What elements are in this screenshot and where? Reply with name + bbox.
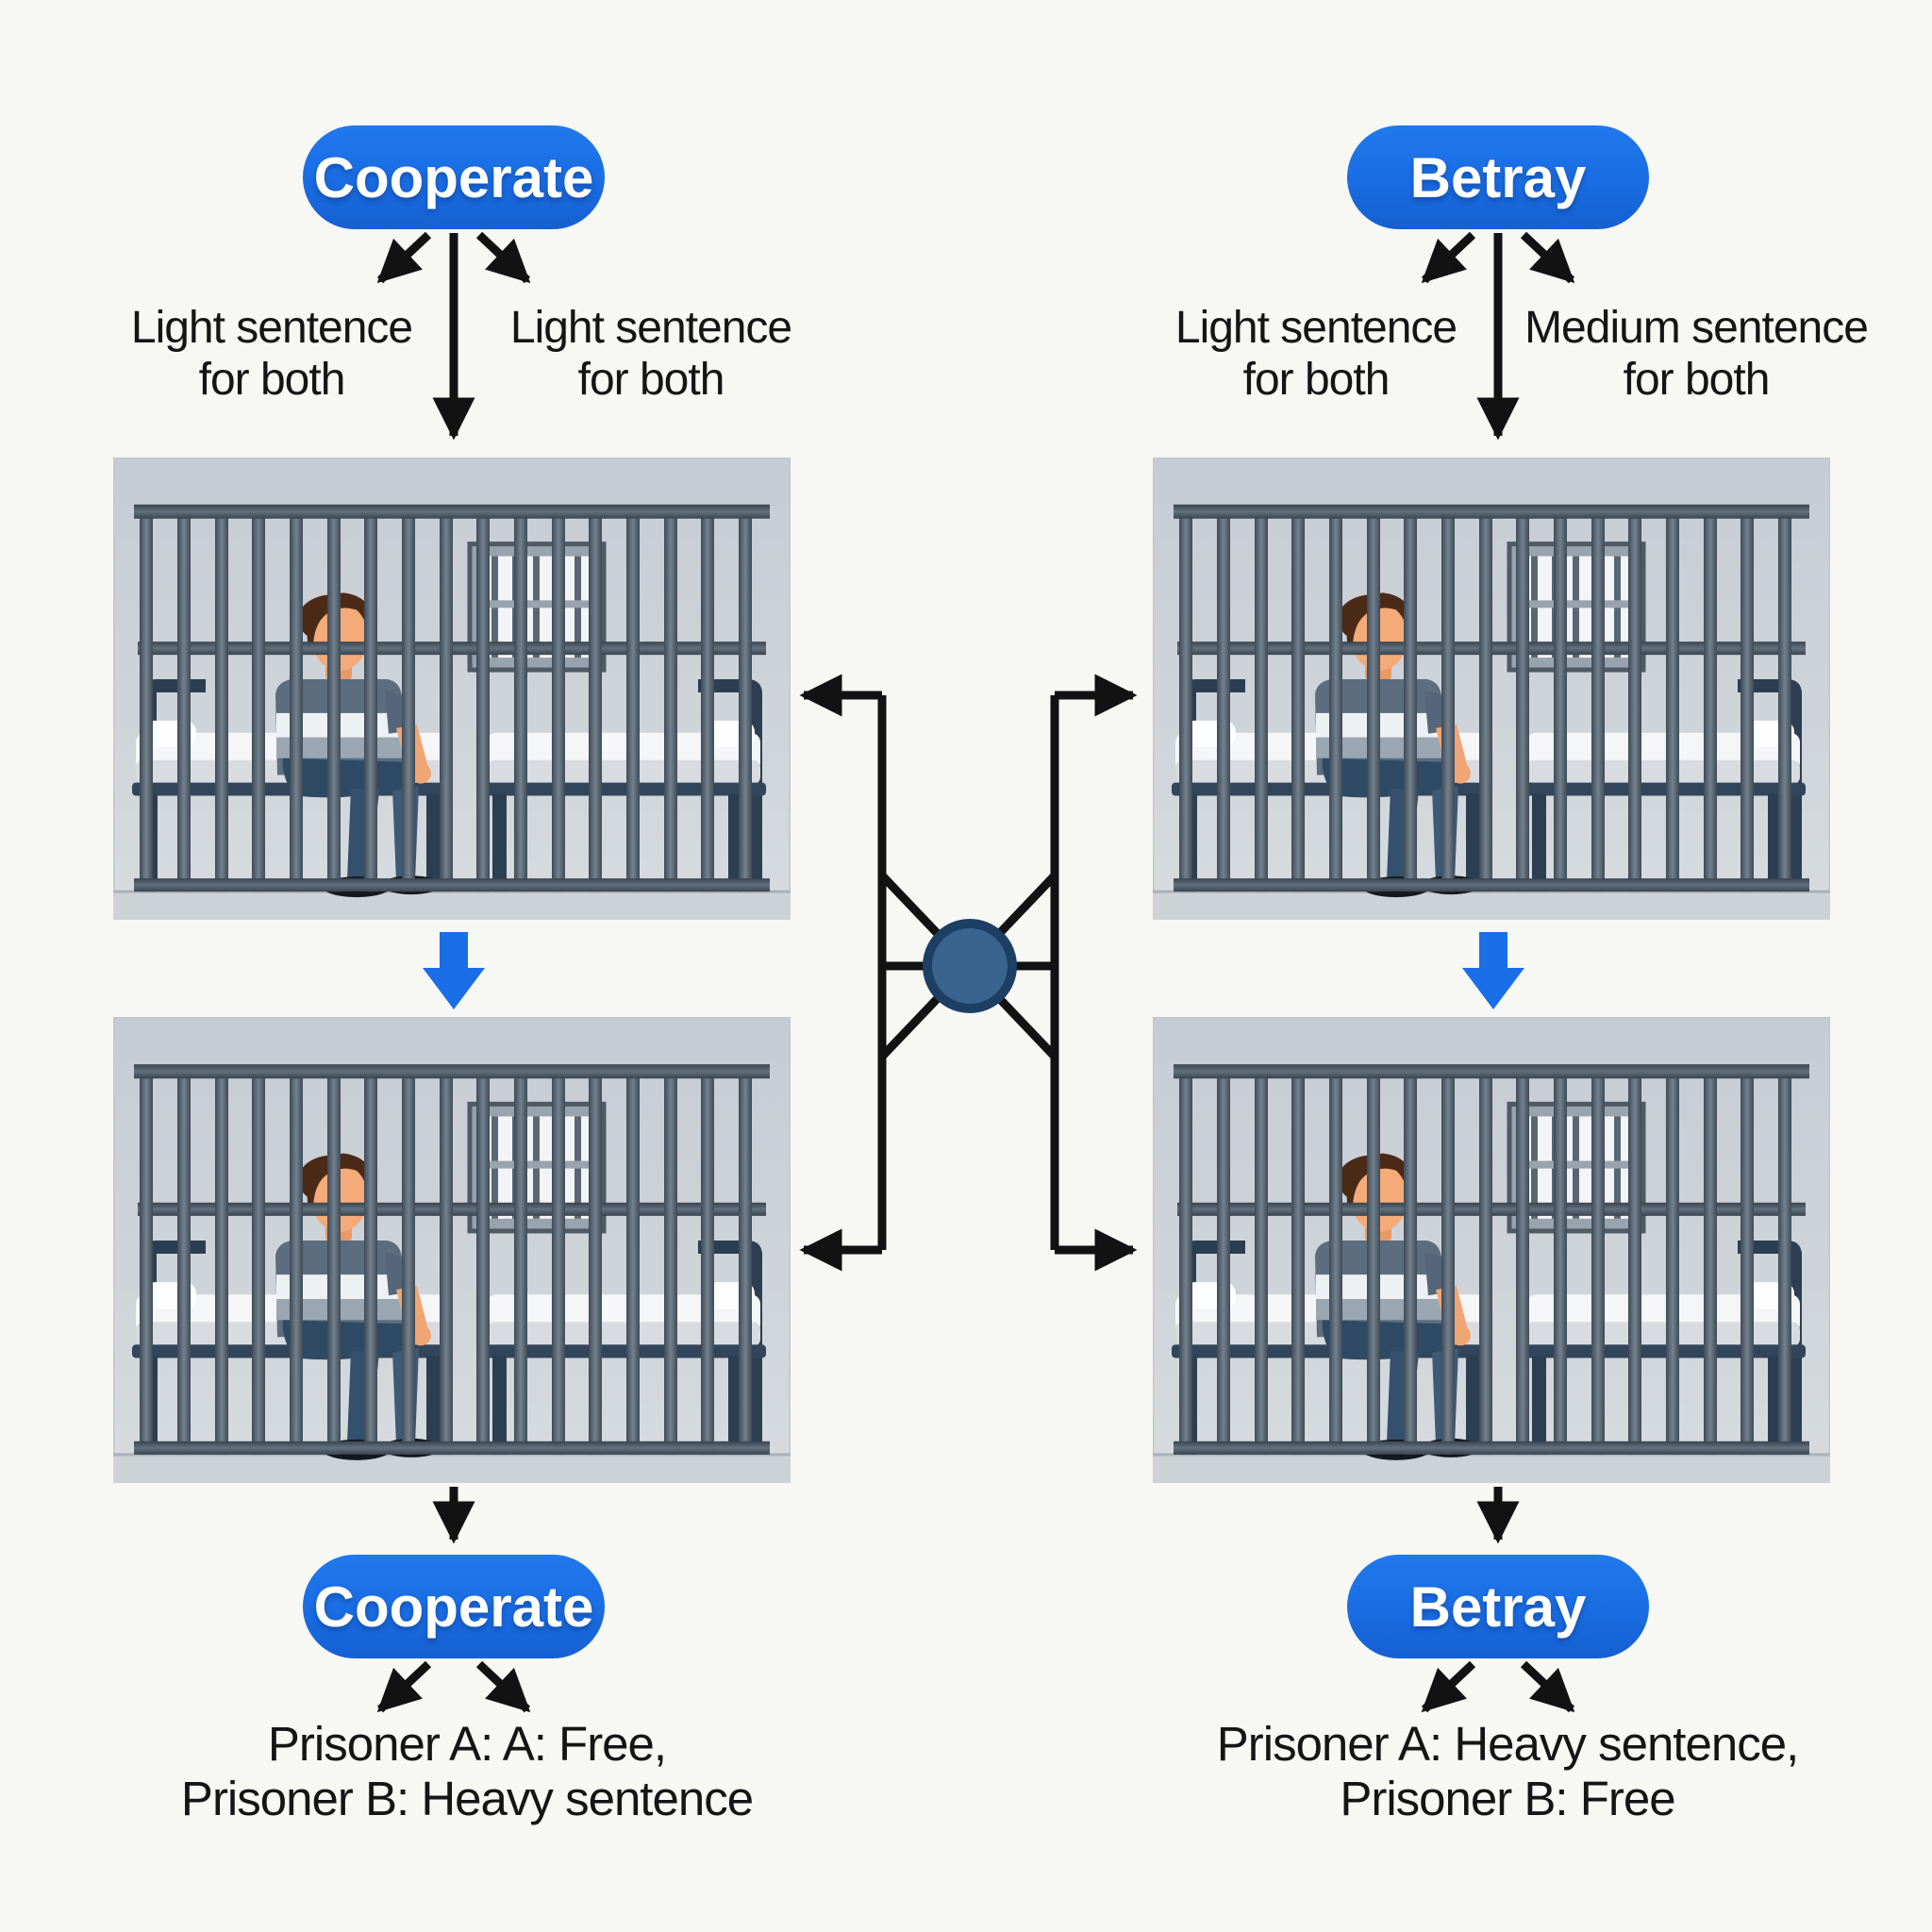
- pill-label: Betray: [1409, 1574, 1587, 1639]
- result-line: Prisoner B: Free: [1340, 1772, 1675, 1825]
- prison-cell-illustration: [113, 1017, 791, 1483]
- result-text-betray: Prisoner A: Heavy sentence, Prisoner B: …: [1158, 1717, 1857, 1826]
- betray-bottom-branch-arrows: [1421, 1487, 1575, 1713]
- prison-cell-bottom-left: [113, 1017, 791, 1483]
- outcome-line: Light sentence: [130, 303, 413, 353]
- betray-pill-bottom: Betray: [1347, 1555, 1649, 1658]
- outcome-text-betray-left: Light sentence for both: [1113, 302, 1519, 406]
- prison-cell-top-right: [1153, 458, 1830, 920]
- result-line: Prisoner A: Heavy sentence,: [1216, 1717, 1800, 1771]
- prison-cell-illustration: [113, 458, 791, 920]
- outcome-text-cooperate-left: Light sentence for both: [69, 302, 475, 406]
- result-text-cooperate: Prisoner A: A: Free, Prisoner B: Heavy s…: [118, 1717, 816, 1826]
- blue-down-arrow-right-icon: [1462, 932, 1524, 1009]
- center-hub: [799, 674, 1138, 1272]
- pill-label: Betray: [1409, 145, 1587, 209]
- prison-cell-illustration: [1153, 1017, 1830, 1483]
- blue-down-arrow-left-icon: [423, 932, 485, 1009]
- pill-label: Cooperate: [313, 145, 594, 209]
- prison-cell-illustration: [1153, 458, 1830, 920]
- result-line: Prisoner B: Heavy sentence: [180, 1772, 754, 1825]
- outcome-line: for both: [577, 355, 725, 405]
- betray-pill-top: Betray: [1347, 125, 1649, 229]
- result-line: Prisoner A: A: Free,: [267, 1717, 667, 1771]
- cooperate-pill-bottom: Cooperate: [303, 1555, 605, 1658]
- outcome-line: Medium sentence: [1524, 303, 1869, 353]
- outcome-line: for both: [1623, 355, 1771, 405]
- outcome-text-cooperate-right: Light sentence for both: [448, 302, 854, 406]
- prison-cell-top-left: [113, 458, 791, 920]
- betray-top-branch-arrows: [1421, 231, 1575, 441]
- cooperate-bottom-branch-arrows: [376, 1487, 531, 1713]
- cooperate-top-branch-arrows: [376, 231, 531, 441]
- outcome-text-betray-right: Medium sentence for both: [1493, 302, 1899, 406]
- outcome-line: for both: [1242, 355, 1391, 405]
- pill-label: Cooperate: [313, 1574, 594, 1639]
- cooperate-pill-top: Cooperate: [303, 125, 605, 229]
- prison-cell-bottom-right: [1153, 1017, 1830, 1483]
- hub-node-icon: [923, 919, 1017, 1013]
- outcome-line: for both: [198, 355, 346, 405]
- outcome-line: Light sentence: [1174, 303, 1457, 353]
- outcome-line: Light sentence: [509, 303, 792, 353]
